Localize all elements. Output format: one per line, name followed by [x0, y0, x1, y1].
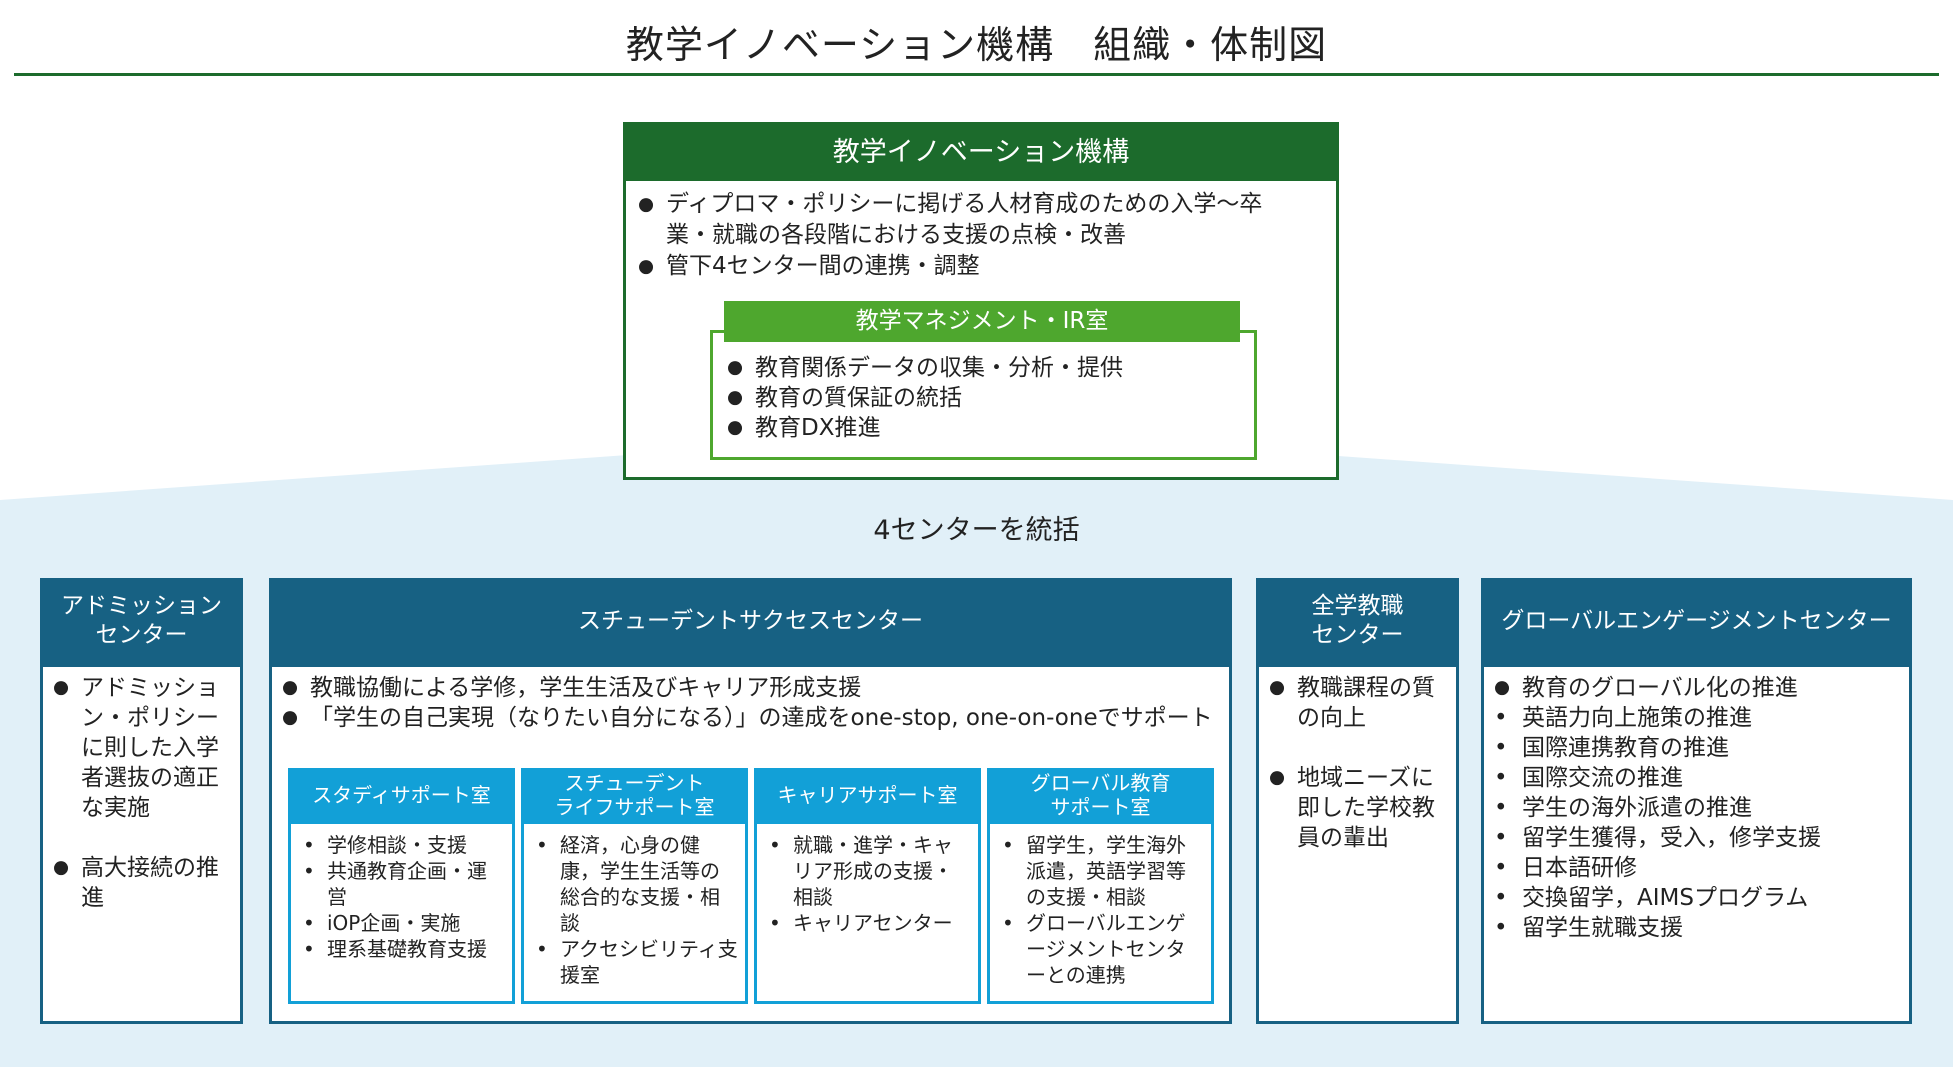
global-center: グローバルエンゲージメントセンター 教育のグローバル化の推進 英語力向上施策の推… [1481, 578, 1912, 1024]
room-item: アクセシビリティ支援室 [532, 936, 739, 988]
kiko-box: 教学イノベーション機構 ディプロマ・ポリシーに掲げる人材育成のための入学～卒業・… [623, 122, 1339, 480]
room-item: 経済，心身の健康，学生生活等の総合的な支援・相談 [532, 832, 739, 936]
kiko-bullet: 管下4センター間の連携・調整 [636, 251, 1326, 282]
global-lead-bullet: 教育のグローバル化の推進 [1492, 673, 1903, 703]
kyoshoku-center: 全学教職 センター 教職課程の質の向上 地域ニーズに即した学校教員の輩出 [1256, 578, 1459, 1024]
room-header: スタディサポート室 [288, 768, 515, 821]
ir-header: 教学マネジメント・IR室 [724, 301, 1240, 342]
global-item: 留学生獲得，受入，修学支援 [1492, 823, 1903, 853]
kiko-header: 教学イノベーション機構 [626, 125, 1336, 181]
room-item: 学修相談・支援 [299, 832, 506, 858]
room-item: 留学生，学生海外派遣，英語学習等の支援・相談 [998, 832, 1205, 910]
room-item: グローバルエンゲージメントセンターとの連携 [998, 910, 1205, 988]
global-item: 留学生就職支援 [1492, 913, 1903, 943]
room-global-education: グローバル教育 サポート室 留学生，学生海外派遣，英語学習等の支援・相談 グロー… [987, 768, 1214, 1004]
title-divider [14, 73, 1939, 76]
room-header: キャリアサポート室 [754, 768, 981, 821]
success-bullet: 教職協働による学修，学生生活及びキャリア形成支援 [280, 673, 1217, 703]
ir-bullet: 教育関係データの収集・分析・提供 [725, 353, 1245, 383]
room-item: 共通教育企画・運営 [299, 858, 506, 910]
admission-body: アドミッション・ポリシーに則した入学者選抜の適正な実施 高大接続の推進 [40, 664, 243, 1024]
integrate-label: 4センターを統括 [873, 515, 1080, 546]
room-header: スチューデント ライフサポート室 [521, 768, 748, 821]
ir-bullet: 教育DX推進 [725, 413, 1245, 443]
global-item: 国際交流の推進 [1492, 763, 1903, 793]
room-item: 理系基礎教育支援 [299, 936, 506, 962]
global-header: グローバルエンゲージメントセンター [1481, 578, 1912, 664]
room-item: キャリアセンター [765, 910, 972, 936]
room-item: 就職・進学・キャリア形成の支援・相談 [765, 832, 972, 910]
admission-center: アドミッション センター アドミッション・ポリシーに則した入学者選抜の適正な実施… [40, 578, 243, 1024]
global-item: 交換留学，AIMSプログラム [1492, 883, 1903, 913]
room-header: グローバル教育 サポート室 [987, 768, 1214, 821]
ir-bullets: 教育関係データの収集・分析・提供 教育の質保証の統括 教育DX推進 [725, 353, 1245, 443]
admission-bullet: 高大接続の推進 [51, 853, 234, 913]
kyoshoku-header: 全学教職 センター [1256, 578, 1459, 664]
room-item: iOP企画・実施 [299, 910, 506, 936]
kyoshoku-bullet: 地域ニーズに即した学校教員の輩出 [1267, 763, 1450, 853]
kiko-bullets: ディプロマ・ポリシーに掲げる人材育成のための入学～卒業・就職の各段階における支援… [636, 189, 1326, 282]
success-header: スチューデントサクセスセンター [269, 578, 1232, 664]
page-title: 教学イノベーション機構 組織・体制図 [625, 23, 1328, 67]
global-item: 国際連携教育の推進 [1492, 733, 1903, 763]
ir-box: 教育関係データの収集・分析・提供 教育の質保証の統括 教育DX推進 [710, 330, 1257, 460]
kyoshoku-body: 教職課程の質の向上 地域ニーズに即した学校教員の輩出 [1256, 664, 1459, 1024]
kyoshoku-bullet: 教職課程の質の向上 [1267, 673, 1450, 733]
ir-bullet: 教育の質保証の統括 [725, 383, 1245, 413]
kiko-bullet: ディプロマ・ポリシーに掲げる人材育成のための入学～卒業・就職の各段階における支援… [636, 189, 1326, 251]
success-bullet: 「学生の自己実現（なりたい自分になる）」の達成をone-stop, one-on… [280, 703, 1217, 733]
admission-bullet: アドミッション・ポリシーに則した入学者選抜の適正な実施 [51, 673, 234, 823]
global-body: 教育のグローバル化の推進 英語力向上施策の推進 国際連携教育の推進 国際交流の推… [1481, 664, 1912, 1024]
room-student-life: スチューデント ライフサポート室 経済，心身の健康，学生生活等の総合的な支援・相… [521, 768, 748, 1004]
global-item: 日本語研修 [1492, 853, 1903, 883]
global-item: 英語力向上施策の推進 [1492, 703, 1903, 733]
global-item: 学生の海外派遣の推進 [1492, 793, 1903, 823]
room-career-support: キャリアサポート室 就職・進学・キャリア形成の支援・相談 キャリアセンター [754, 768, 981, 1004]
room-study-support: スタディサポート室 学修相談・支援 共通教育企画・運営 iOP企画・実施 理系基… [288, 768, 515, 1004]
admission-header: アドミッション センター [40, 578, 243, 664]
